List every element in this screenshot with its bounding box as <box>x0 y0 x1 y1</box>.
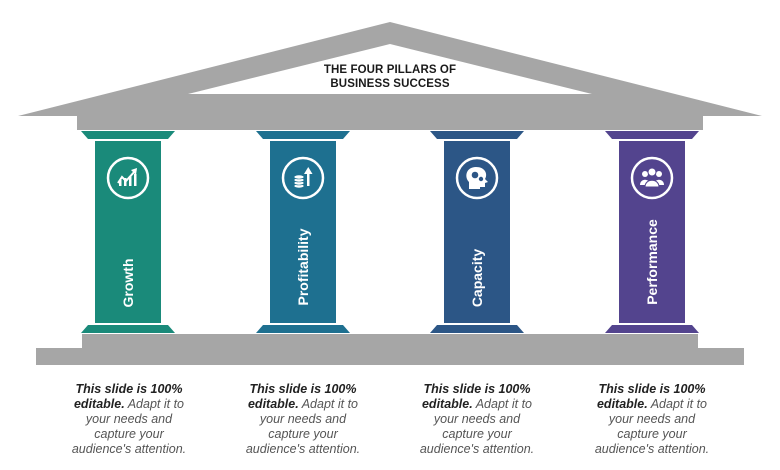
pillar-label-profitability: Profitability <box>295 228 311 306</box>
diagram-title: THE FOUR PILLARS OF BUSINESS SUCCESS <box>290 63 490 91</box>
pillar-capacity <box>430 131 524 333</box>
pillar-capital <box>605 131 699 139</box>
pillar-label-growth: Growth <box>120 258 136 308</box>
pillar-label-capacity: Capacity <box>469 248 485 308</box>
desc-bold: This slide is 100% editable. <box>421 382 531 411</box>
pillar-capital <box>81 131 175 139</box>
coins-arrow-icon <box>281 156 325 200</box>
title-line-2: BUSINESS SUCCESS <box>330 78 450 90</box>
pillar-description-profitability: This slide is 100% editable. Adapt it to… <box>238 382 368 457</box>
roof-inner-panel <box>188 44 592 94</box>
pillar-shaft <box>95 141 161 323</box>
desc-bold: This slide is 100% editable. <box>247 382 357 411</box>
pillar-label-performance: Performance <box>644 219 660 305</box>
desc-rest: Adapt it to your needs and capture your … <box>71 397 187 456</box>
desc-rest: Adapt it to your needs and capture your … <box>245 397 361 456</box>
head-gears-icon <box>455 156 499 200</box>
pillar-description-capacity: This slide is 100% editable. Adapt it to… <box>412 382 542 457</box>
growth-arrows-icon <box>106 156 150 200</box>
architrave-beam <box>77 116 703 130</box>
pillar-profitability <box>256 131 350 333</box>
desc-rest: Adapt it to your needs and capture your … <box>594 397 710 456</box>
pillar-base <box>430 325 524 333</box>
pillar-capital <box>256 131 350 139</box>
pillar-capital <box>430 131 524 139</box>
pillar-base <box>81 325 175 333</box>
base-lower-step <box>36 348 744 365</box>
team-icon <box>630 156 674 200</box>
pillar-base <box>605 325 699 333</box>
desc-bold: This slide is 100% editable. <box>73 382 183 411</box>
base-upper-step <box>82 334 698 348</box>
pillar-performance <box>605 131 699 333</box>
pillar-growth <box>81 131 175 333</box>
pillar-base <box>256 325 350 333</box>
desc-rest: Adapt it to your needs and capture your … <box>419 397 535 456</box>
desc-bold: This slide is 100% editable. <box>596 382 706 411</box>
pillar-shaft <box>270 141 336 323</box>
pillar-description-performance: This slide is 100% editable. Adapt it to… <box>587 382 717 457</box>
pillar-description-growth: This slide is 100% editable. Adapt it to… <box>64 382 194 457</box>
title-line-1: THE FOUR PILLARS OF <box>323 64 457 76</box>
